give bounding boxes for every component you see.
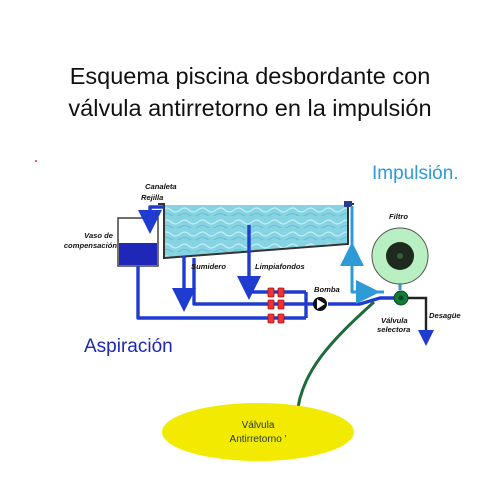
label-bomba: Bomba (314, 285, 340, 294)
label-sumidero: Sumidero (191, 262, 226, 271)
selector-valve-icon (393, 290, 409, 306)
label-filtro: Filtro (389, 212, 408, 221)
label-impulsion: Impulsión. (372, 163, 459, 184)
label-vaso-2: compensación (64, 241, 118, 250)
stray-mark (35, 160, 37, 162)
label-desague: Desagüe (429, 311, 461, 320)
label-valvula-selectora-1: Válvula (381, 316, 408, 325)
label-rejilla: Rejilla (141, 193, 163, 202)
filter-icon (371, 227, 429, 285)
check-valve-callout (162, 403, 354, 461)
compensation-tank (117, 217, 159, 267)
title-line-1: Esquema piscina desbordante con (69, 63, 431, 89)
label-aspiracion: Aspiración (84, 336, 173, 357)
title-line-2: válvula antirretorno en la impulsión (68, 95, 432, 121)
callout-text-1: Válvula (242, 420, 275, 431)
callout-text-2: Antirretorno ' (230, 434, 287, 445)
pool-basin (158, 201, 354, 260)
label-limpiafondos: Limpiafondos (255, 262, 305, 271)
callout-pointer (295, 300, 376, 417)
manifold-valves (267, 287, 285, 324)
diagram-title: Esquema piscina desbordante con válvula … (0, 60, 500, 124)
label-canaleta: Canaleta (145, 182, 177, 191)
label-valvula-selectora-2: selectora (377, 325, 410, 334)
label-vaso-1: Vaso de (84, 231, 114, 240)
pump-icon (313, 297, 327, 311)
drain-pipe (408, 296, 428, 334)
